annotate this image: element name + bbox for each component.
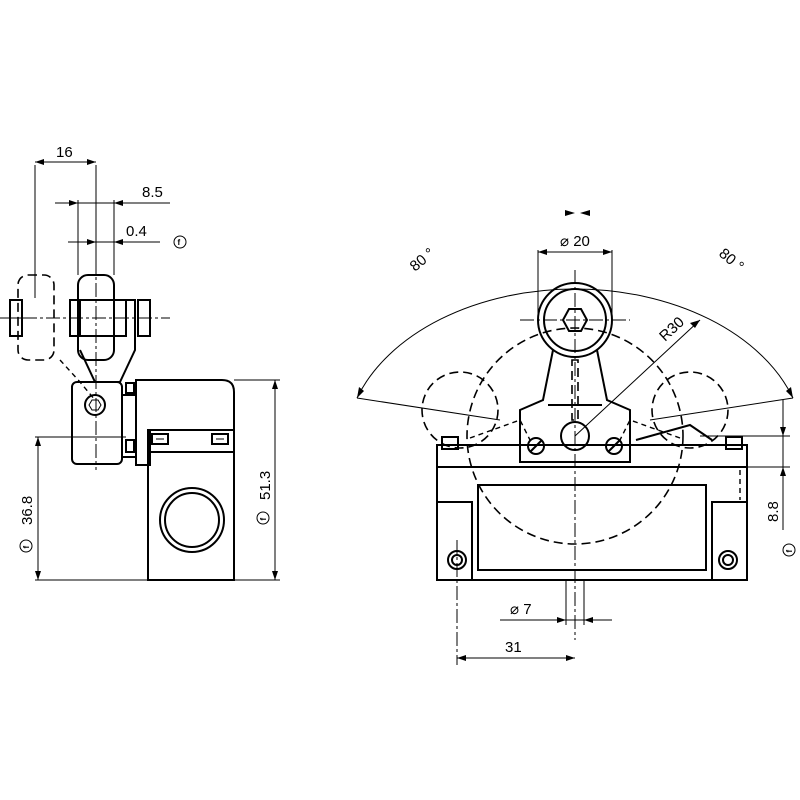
hole-dia-label: ⌀ 7 [510,601,532,618]
front-housing [436,466,748,581]
angle-left-label: 80 ° [407,245,439,275]
side-dim-51-3: 51.3 f [234,379,280,581]
tolerance-mark-front: f [785,550,794,553]
hole-dia-dim: ⌀ 7 [500,580,612,625]
front-flange [436,423,748,468]
angle-right-label: 80 ° [715,245,747,275]
tolerance-mark-left: f [22,546,31,549]
front-view: 80 ° 80 ° [356,210,796,665]
dim-16-label: 16 [56,144,73,161]
dim-51-3-label: 51.3 [257,471,274,500]
side-dim-16: 16 [34,144,97,298]
side-dim-36-8: 36.8 f [19,436,148,581]
dim-8-5-label: 8.5 [142,184,163,201]
roller-dia-label: ⌀ 20 [560,233,590,250]
hole-spacing-dim: 31 [457,639,575,661]
hole-spacing-label: 31 [505,639,522,656]
roller-dia-dim: ⌀ 20 [537,233,613,320]
dim-0-4-label: 0.4 [126,223,147,240]
side-dim-8-5: 8.5 [55,184,170,275]
dim-36-8-label: 36.8 [19,496,36,525]
swung-rollers [421,371,729,449]
pivot-height-label: 8.8 [765,501,782,522]
tolerance-mark-top: f [178,238,181,247]
pivot-height-dim: 8.8 f [700,400,796,557]
side-dim-0-4: 0.4 f [68,223,187,250]
side-view: 16 8.5 0.4 f 36.8 f [0,144,280,581]
radius-label: R30 [656,314,688,345]
side-housing [147,451,235,581]
side-lever-arm [59,299,137,465]
tolerance-mark-right: f [259,518,268,521]
